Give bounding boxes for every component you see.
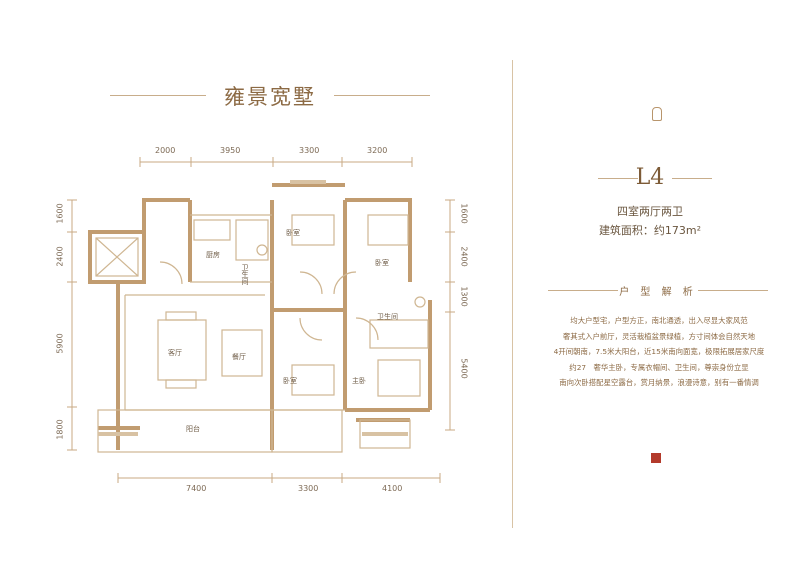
- title-rule-right: [334, 95, 430, 96]
- vertical-divider: [512, 60, 513, 528]
- title-rule-left: [110, 95, 206, 96]
- analysis-heading-block: 户 型 解 析: [548, 283, 768, 298]
- analysis-rule-right: [698, 290, 768, 291]
- dim-top-4: 3200: [367, 146, 388, 155]
- seal-stamp: [651, 453, 661, 463]
- dim-top-3: 3300: [299, 146, 320, 155]
- room-label-kitchen: 厨房: [206, 251, 220, 259]
- analysis-heading: 户 型 解 析: [619, 287, 697, 298]
- room-label-bath-1: 卫生间: [241, 264, 249, 285]
- analysis-rule-left: [548, 290, 618, 291]
- unit-code: L4: [635, 165, 665, 190]
- dim-top-1: 2000: [155, 146, 176, 155]
- analysis-line: 4开间朝南，7.5米大阳台，近15米南向面宽，极限拓展居家尺度: [553, 347, 765, 356]
- room-label-bath-2: 卫生间: [377, 313, 398, 321]
- dim-bottom-3: 4100: [382, 484, 403, 493]
- analysis-line: 约27 奢华主卧，专属衣帽间、卫生间，尊崇身份立显: [569, 362, 749, 372]
- dim-right-1: 1600: [459, 203, 469, 224]
- room-label-bedroom-3: 卧室: [283, 377, 297, 385]
- plan-title: 雍景宽墅: [224, 85, 316, 109]
- room-label-bedroom-2: 卧室: [375, 259, 389, 267]
- floor-plan: [67, 157, 455, 483]
- unit-layout: 四室两厅两卫: [617, 205, 683, 218]
- dim-top-2: 3950: [220, 146, 241, 155]
- dim-right-4: 5400: [459, 358, 469, 379]
- analysis-line: 均大户型宅，户型方正，南北通透，出入尽显大家风范: [570, 316, 748, 325]
- dim-left-1: 1600: [55, 203, 65, 224]
- room-label-dining: 餐厅: [232, 353, 246, 361]
- unit-area: 建筑面积：约173m²: [598, 224, 702, 237]
- dim-left-3: 5900: [55, 333, 65, 354]
- dim-left-2: 2400: [55, 246, 65, 267]
- room-label-master: 主卧: [352, 377, 366, 385]
- room-label-living: 客厅: [168, 349, 182, 357]
- analysis-description: 均大户型宅，户型方正，南北通透，出入尽显大家风范 奢其式入户前厅，灵活栽植盆景绿…: [548, 313, 770, 391]
- ornament-icon: [652, 107, 662, 121]
- analysis-line: 南向次卧搭配星空露台，赏月纳景，浪漫诗意，别有一番情调: [559, 378, 759, 387]
- room-label-balcony: 阳台: [186, 425, 200, 433]
- unit-rule-left: [598, 178, 638, 179]
- analysis-line: 奢其式入户前厅，灵活栽植盆景绿植，方寸间体会自然天地: [562, 331, 756, 341]
- unit-rule-right: [672, 178, 712, 179]
- dim-bottom-1: 7400: [186, 484, 207, 493]
- unit-code-block: L4: [550, 165, 750, 190]
- dim-right-2: 2400: [459, 246, 469, 267]
- room-label-bedroom-1: 卧室: [286, 229, 300, 237]
- dim-right-3: 1300: [459, 286, 469, 307]
- dim-bottom-2: 3300: [298, 484, 319, 493]
- dim-left-4: 1800: [55, 419, 65, 440]
- plan-title-block: 雍景宽墅: [110, 75, 430, 115]
